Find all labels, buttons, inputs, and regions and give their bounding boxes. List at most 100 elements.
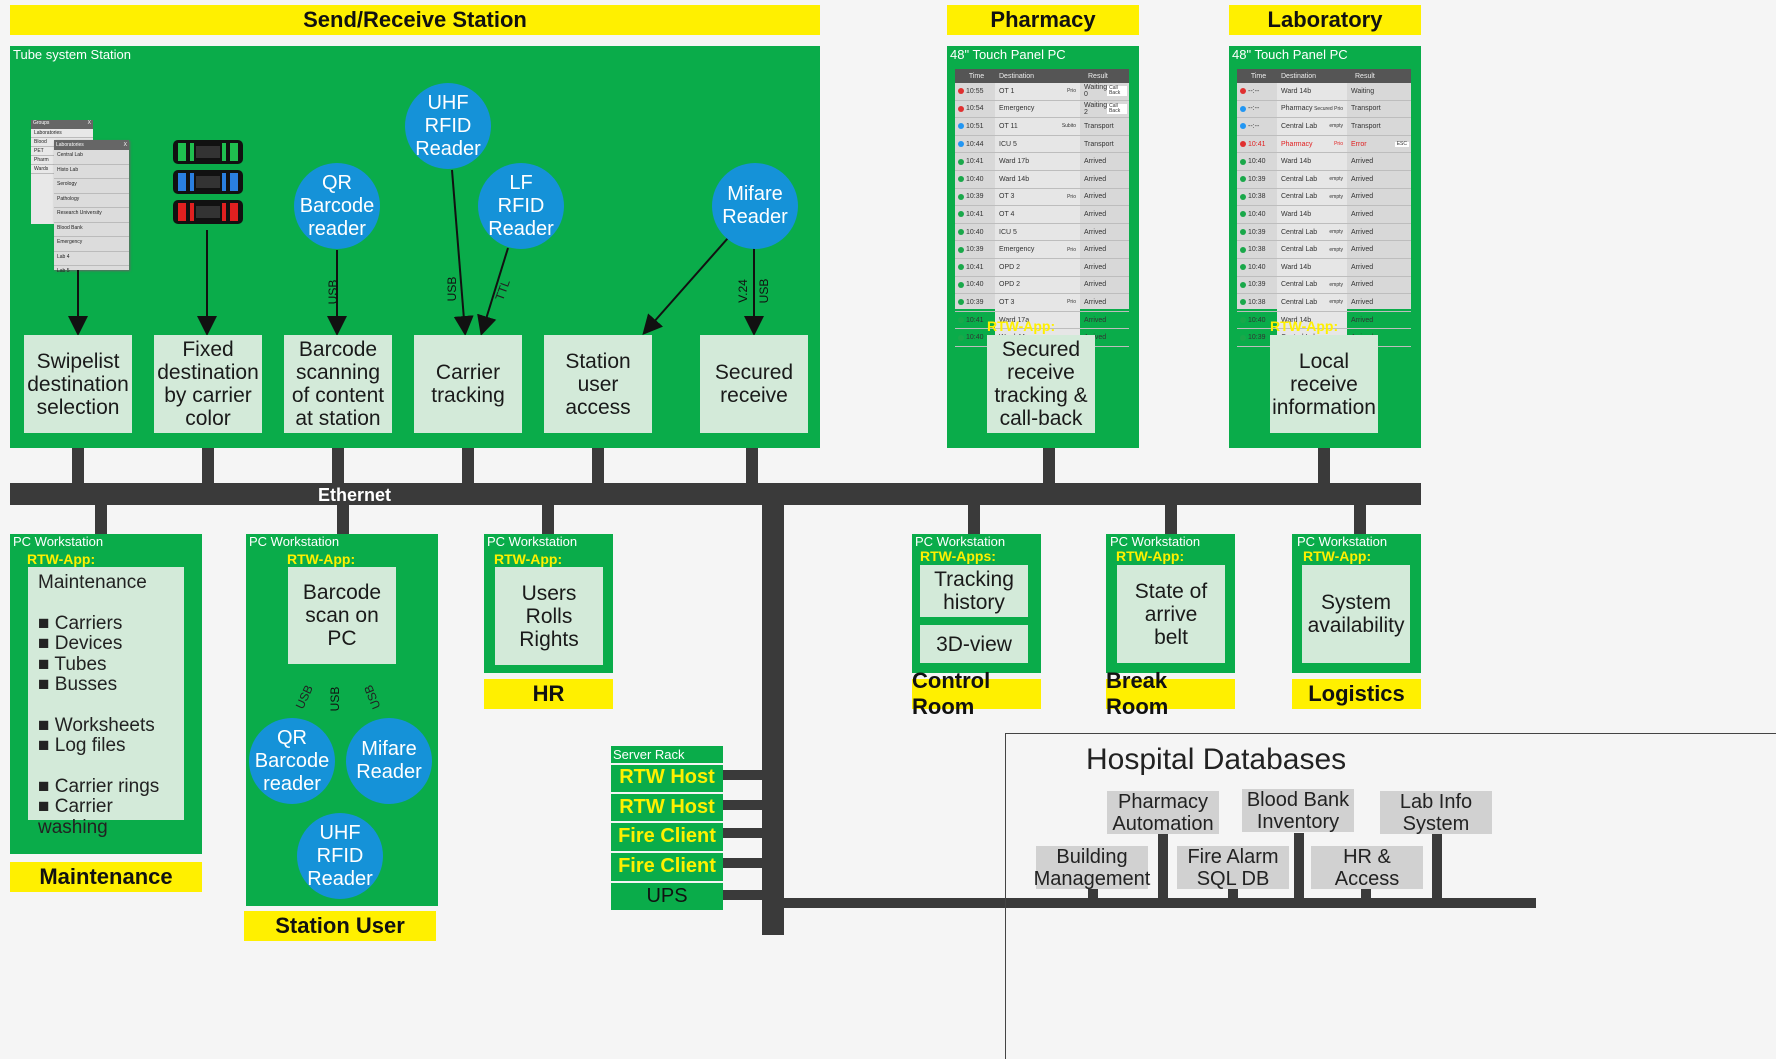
row-flag: Subito (1061, 123, 1076, 130)
row-action[interactable]: Call Back (1107, 86, 1127, 97)
row-result: Arrived (1351, 158, 1374, 166)
table-row[interactable]: 10:51 OT 11 Subito Transport (955, 118, 1129, 136)
row-result: Arrived (1084, 158, 1107, 166)
col-time: Time (968, 72, 985, 80)
lab-item[interactable]: Blood Bank (54, 223, 129, 237)
status-dot-icon (1240, 264, 1246, 271)
close-icon[interactable]: X (123, 142, 127, 148)
row-flag: Prio (1067, 193, 1076, 200)
row-flag: empty (1329, 193, 1343, 200)
row-result: Transport (1084, 122, 1114, 130)
system-availability-box: System availability (1302, 565, 1410, 663)
status-dot-icon (1240, 281, 1246, 288)
status-dot-icon (958, 281, 964, 288)
status-dot-icon (1240, 229, 1246, 236)
row-result: Waiting 2 (1084, 101, 1108, 116)
rtw-app-label: RTW-App: (987, 318, 1056, 334)
row-time: 10:51 (966, 122, 984, 130)
db-link (1088, 888, 1098, 900)
control-room-header: Control Room (912, 668, 1041, 719)
server-link (723, 858, 763, 868)
fire-client-1: Fire Client (611, 821, 723, 850)
lab-item[interactable]: Research University (54, 208, 129, 223)
mifare-reader: Mifare Reader (346, 718, 432, 804)
lab-app-box: Local receive information (1270, 335, 1378, 433)
barcode-scanning-box: Barcode scanning of content at station (284, 335, 392, 433)
row-time: 10:38 (1248, 246, 1266, 254)
row-time: 10:40 (966, 281, 984, 289)
col-result: Result (1088, 72, 1108, 80)
row-time: 10:41 (966, 210, 984, 218)
row-result: Transport (1084, 140, 1114, 148)
blood-bank-db: Blood Bank Inventory (1242, 789, 1354, 833)
status-dot-icon (1240, 105, 1246, 112)
group-item[interactable]: Laboratories (31, 129, 93, 138)
lab-item[interactable]: Lab 4 (54, 252, 129, 266)
row-destination: OT 1 (999, 87, 1015, 95)
row-action[interactable]: ESC (1394, 140, 1409, 147)
row-time: 10:40 (1248, 210, 1266, 218)
row-time: 10:41 (966, 158, 984, 166)
fire-client-2: Fire Client (611, 851, 723, 880)
status-dot-icon (958, 176, 964, 183)
row-destination: OT 11 (999, 122, 1018, 130)
row-time: 10:40 (1248, 158, 1266, 166)
rtw-app-label: RTW-App: (1270, 318, 1339, 334)
lab-item[interactable]: Lab 5 (57, 268, 70, 274)
row-time: 10:54 (966, 105, 984, 113)
lab-item[interactable]: Emergency (54, 237, 129, 252)
lab-item[interactable]: Histo Lab (54, 165, 129, 179)
row-destination: Ward 14b (1281, 316, 1312, 324)
lab-item[interactable]: Pathology (54, 194, 129, 208)
qr-barcode-reader: QR Barcode reader (249, 718, 335, 804)
bus-drop (332, 448, 344, 484)
carrier-icon-blue (173, 170, 243, 194)
row-destination: Ward 14b (999, 175, 1030, 183)
lab-item[interactable]: Central Lab (54, 150, 129, 165)
bus-drop (95, 504, 107, 534)
row-destination: Ward 14b (1281, 210, 1312, 218)
status-dot-icon (958, 299, 964, 306)
row-time: 10:40 (966, 228, 984, 236)
close-icon[interactable]: X (87, 120, 91, 126)
status-dot-icon (1240, 141, 1246, 148)
row-flag: Prio (1067, 246, 1076, 253)
row-action[interactable]: Call Back (1107, 103, 1127, 114)
lab-item[interactable]: Serology (54, 179, 129, 194)
list-item: ■ Tubes (38, 653, 107, 675)
pharmacy-automation-db: Pharmacy Automation (1107, 791, 1219, 835)
station-user-access-box: Station user access (544, 335, 652, 433)
db-link (1228, 888, 1238, 900)
pc-workstation-label: PC Workstation (1110, 534, 1201, 549)
row-destination: Central Lab (1281, 122, 1318, 130)
row-destination: Pharmacy (1281, 140, 1313, 148)
status-dot-icon (958, 229, 964, 236)
